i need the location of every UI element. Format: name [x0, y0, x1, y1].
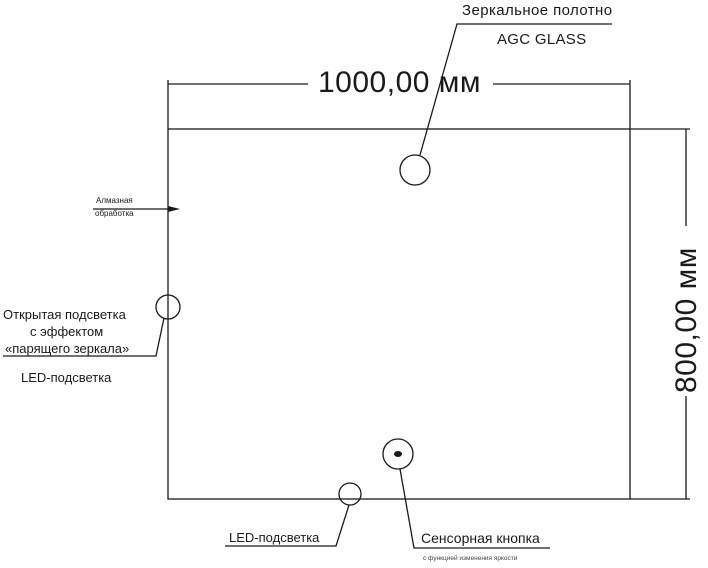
mirror-label-line2: AGC GLASS: [497, 31, 587, 48]
sensor-marker: [382, 438, 414, 470]
mirror-label-line1: Зеркальное полотно: [462, 2, 613, 19]
led-bottom-leader: [225, 504, 350, 547]
mirror-leader: [419, 23, 612, 156]
diamond-label-line1: Алмазная: [96, 196, 133, 205]
sensor-label-line2: с функцией изменения яркости: [423, 555, 518, 562]
mirror-outline: [167, 128, 631, 500]
led-bottom-label: LED-подсветка: [229, 530, 320, 545]
sensor-leader: [399, 468, 550, 549]
open-backlight-label-line2: с эффектом: [30, 324, 104, 339]
mirror-marker: [399, 154, 431, 186]
led-bottom-marker: [338, 482, 362, 506]
width-dimension-label: 1000,00 мм: [318, 66, 482, 99]
diamond-arrow: [168, 206, 180, 212]
open-backlight-label-line3: «парящего зеркала»: [5, 341, 130, 356]
open-backlight-leader: [3, 317, 165, 357]
sensor-label-line1: Сенсорная кнопка: [421, 530, 540, 546]
open-backlight-marker: [155, 294, 181, 320]
open-backlight-label-line1: Открытая подсветка: [3, 307, 126, 322]
diamond-label-line2: обработка: [95, 209, 134, 218]
sensor-button-dot: [394, 451, 402, 457]
height-dimension-label: 800,00 мм: [670, 247, 703, 393]
led-left-label: LED-подсветка: [21, 370, 112, 385]
